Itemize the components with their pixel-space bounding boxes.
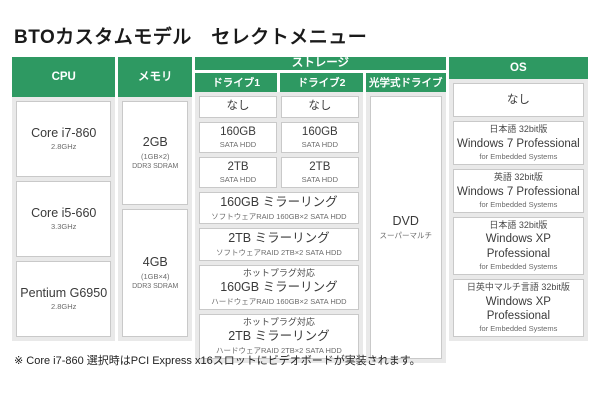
storage-subheader-row: ドライブ1 ドライブ2 光学式ドライブ [195,72,446,92]
cpu-option-pentium-g6950[interactable]: Pentium G6950 2.8GHz [16,261,112,337]
memory-option-type: DDR3 SDRAM [132,282,179,290]
os-option-lang: 英語 32bit版 [493,171,543,182]
drive-option-name: 160GB ミラーリング [220,194,338,209]
column-header-drive1: ドライブ1 [195,72,278,92]
drive1-option-name: 160GB [220,125,256,138]
storage-body: なし なし 160GB SATA HDD [195,91,446,363]
os-option-winxp-ja[interactable]: 日本語 32bit版 Windows XP Professional for E… [452,216,584,275]
os-option-sub: for Embedded Systems [479,262,558,272]
os-option-name: Windows 7 Professional [457,137,580,150]
memory-option-config: (1GB×4) [140,271,170,281]
cpu-option-core-i7-860[interactable]: Core i7-860 2.8GHz [16,101,112,177]
cpu-option-name: Core i5-660 [31,205,97,220]
page-title: BTOカスタムモデル セレクトメニュー [14,27,368,48]
os-option-name: Windows 7 Professional [457,185,580,198]
cpu-option-core-i5-660[interactable]: Core i5-660 3.3GHz [16,181,112,257]
drive1-option-none[interactable]: なし [199,95,277,118]
cpu-option-name: Pentium G6950 [20,285,108,300]
cpu-options-list: Core i7-860 2.8GHz Core i5-660 3.3GHz Pe… [12,97,116,341]
drive2-option-2tb[interactable]: 2TB SATA HDD [280,156,359,188]
os-option-name: Windows XP Professional [485,233,551,260]
drive1-option-2tb[interactable]: 2TB SATA HDD [199,156,277,188]
drive-row-2tb: 2TB SATA HDD 2TB SATA HDD [199,156,359,188]
column-header-os: OS [448,57,588,79]
os-option-lang: 日本語 32bit版 [489,219,548,230]
memory-option-config: (1GB×2) [140,151,170,161]
column-os: OS なし 日本語 32bit版 Windows 7 Professional … [448,57,588,341]
os-option-none[interactable]: なし [452,83,584,117]
column-header-optical-drive: 光学式ドライブ [365,72,446,92]
column-header-cpu: CPU [12,57,116,97]
os-option-lang: 日英中マルチ言語 32bit版 [466,281,570,292]
memory-options-list: 2GB (1GB×2) DDR3 SDRAM 4GB (1GB×4) DDR3 … [118,97,193,341]
drive-row-hotplug-mirror-160gb: ホットプラグ対応 160GB ミラーリング ハードウェアRAID 160GB×2… [199,264,359,310]
drive-option-sub: ソフトウェアRAID 160GB×2 SATA HDD [211,211,347,221]
drive-option-prefix: ホットプラグ対応 [242,267,315,278]
os-option-win7-ja[interactable]: 日本語 32bit版 Windows 7 Professional for Em… [452,121,584,165]
drive1-option-name: なし [226,100,250,113]
drive1-option-sub: SATA HDD [219,140,257,150]
os-option-win7-en[interactable]: 英語 32bit版 Windows 7 Professional for Emb… [452,168,584,213]
os-option-lang: 日本語 32bit版 [489,124,548,134]
cpu-option-name: Core i7-860 [31,125,97,140]
os-option-sub: for Embedded Systems [479,152,558,162]
os-options-list: なし 日本語 32bit版 Windows 7 Professional for… [448,79,588,341]
drive-option-sub: ハードウェアRAID 2TB×2 SATA HDD [216,346,342,356]
optical-drive-area: DVD スーパーマルチ [365,91,446,363]
drive-option-name: 2TB ミラーリング [228,231,330,246]
optical-options-list: DVD スーパーマルチ [365,91,446,363]
column-header-memory: メモリ [118,57,193,97]
memory-option-size: 4GB [142,255,168,270]
drive2-option-name: 160GB [301,125,338,138]
drive2-option-160gb[interactable]: 160GB SATA HDD [280,121,359,153]
drive-option-hotplug-mirroring-2tb[interactable]: ホットプラグ対応 2TB ミラーリング ハードウェアRAID 2TB×2 SAT… [199,313,359,359]
os-option-winxp-multi[interactable]: 日英中マルチ言語 32bit版 Windows XP Professional … [452,278,584,337]
column-header-storage: ストレージ [195,57,446,70]
drive-option-prefix: ホットプラグ対応 [242,316,315,327]
column-header-drive2: ドライブ2 [280,72,363,92]
drive-row-hotplug-mirror-2tb: ホットプラグ対応 2TB ミラーリング ハードウェアRAID 2TB×2 SAT… [199,313,359,359]
drive2-option-none[interactable]: なし [280,95,359,118]
drive-row-mirror-160gb: 160GB ミラーリング ソフトウェアRAID 160GB×2 SATA HDD [199,191,359,225]
drive2-option-sub: SATA HDD [301,140,339,150]
cpu-option-clock: 2.8GHz [51,142,77,152]
os-option-sub: for Embedded Systems [479,199,558,209]
drive1-option-160gb[interactable]: 160GB SATA HDD [199,121,277,153]
drive-option-sub: ハードウェアRAID 160GB×2 SATA HDD [211,296,347,306]
memory-option-4gb[interactable]: 4GB (1GB×4) DDR3 SDRAM [122,208,189,337]
drive-option-mirroring-2tb[interactable]: 2TB ミラーリング ソフトウェアRAID 2TB×2 SATA HDD [199,228,359,261]
drive-options-list: なし なし 160GB SATA HDD [195,91,363,363]
column-cpu: CPU Core i7-860 2.8GHz Core i5-660 3.3GH… [12,57,116,341]
drive-options-area: なし なし 160GB SATA HDD [195,91,363,363]
os-option-name: Windows XP Professional [485,295,551,322]
drive-row-mirror-2tb: 2TB ミラーリング ソフトウェアRAID 2TB×2 SATA HDD [199,228,359,261]
memory-option-2gb[interactable]: 2GB (1GB×2) DDR3 SDRAM [122,101,189,205]
drive-option-name: 160GB ミラーリング [220,280,338,295]
drive-option-sub: ソフトウェアRAID 2TB×2 SATA HDD [216,247,342,257]
cpu-option-clock: 3.3GHz [51,222,77,232]
drive1-option-name: 2TB [227,160,249,173]
drive-option-mirroring-160gb[interactable]: 160GB ミラーリング ソフトウェアRAID 160GB×2 SATA HDD [199,191,359,225]
drive-option-hotplug-mirroring-160gb[interactable]: ホットプラグ対応 160GB ミラーリング ハードウェアRAID 160GB×2… [199,264,359,310]
drive-row-none: なし なし [199,95,359,118]
drive-row-160gb: 160GB SATA HDD 160GB SATA HDD [199,121,359,153]
drive1-option-sub: SATA HDD [219,175,257,185]
memory-option-type: DDR3 SDRAM [132,162,179,170]
os-option-sub: for Embedded Systems [479,324,558,334]
optical-option-dvd-super-multi[interactable]: DVD スーパーマルチ [369,95,442,359]
drive-option-name: 2TB ミラーリング [228,329,330,344]
optical-option-name: DVD [392,214,419,229]
drive2-option-name: 2TB [309,160,331,173]
cpu-option-clock: 2.8GHz [51,302,77,312]
os-option-name: なし [506,93,530,106]
drive2-option-name: なし [308,100,332,113]
column-memory: メモリ 2GB (1GB×2) DDR3 SDRAM 4GB (1GB×4) D… [118,57,193,341]
memory-option-size: 2GB [142,135,168,150]
drive2-option-sub: SATA HDD [301,175,339,185]
optical-option-sub: スーパーマルチ [379,230,432,240]
column-storage: ストレージ ドライブ1 ドライブ2 光学式ドライブ なし なし [195,57,446,363]
footnote: ※ Core i7-860 選択時はPCI Express x16スロットにビデ… [14,355,421,367]
spec-selection-table: CPU Core i7-860 2.8GHz Core i5-660 3.3GH… [12,57,588,363]
